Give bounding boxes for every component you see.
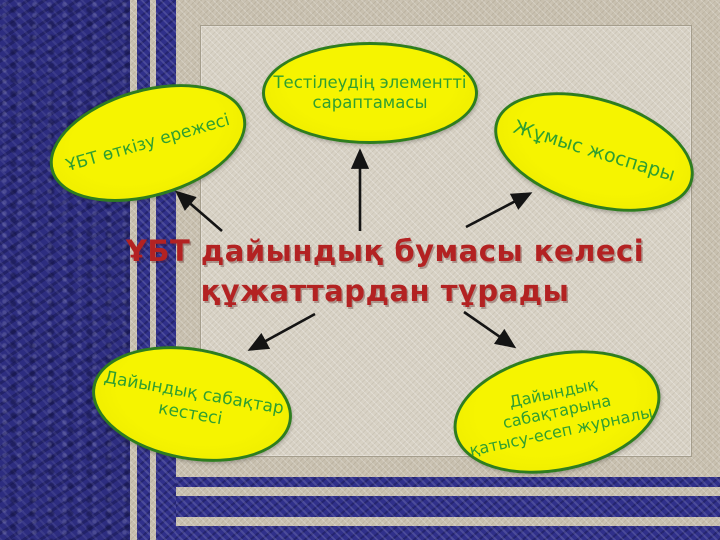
bottom-stripe-edge bbox=[130, 526, 720, 540]
bottom-stripe-wide bbox=[130, 496, 720, 517]
stripe-weave-gap bbox=[150, 470, 156, 540]
node-label: ҰБТ өткізу ережесі bbox=[63, 109, 232, 176]
content-panel bbox=[200, 25, 692, 457]
stripe-weave-gap bbox=[130, 470, 137, 540]
slide-title: ҰБТ дайындық бумасы келесі құжаттардан т… bbox=[90, 231, 680, 311]
slide-title-line1: ҰБТ дайындық бумасы келесі bbox=[125, 234, 645, 268]
bottom-stripe-thin bbox=[130, 477, 720, 487]
node-label: Тестілеудің элементті bbox=[273, 72, 467, 92]
node-label: Жұмыс жоспары bbox=[510, 116, 678, 187]
node-label: сараптамасы bbox=[312, 93, 428, 112]
slide-title-line2: құжаттардан тұрады bbox=[200, 274, 570, 309]
node-test-element-analysis: Тестілеудің элементті сараптамасы bbox=[262, 42, 478, 144]
